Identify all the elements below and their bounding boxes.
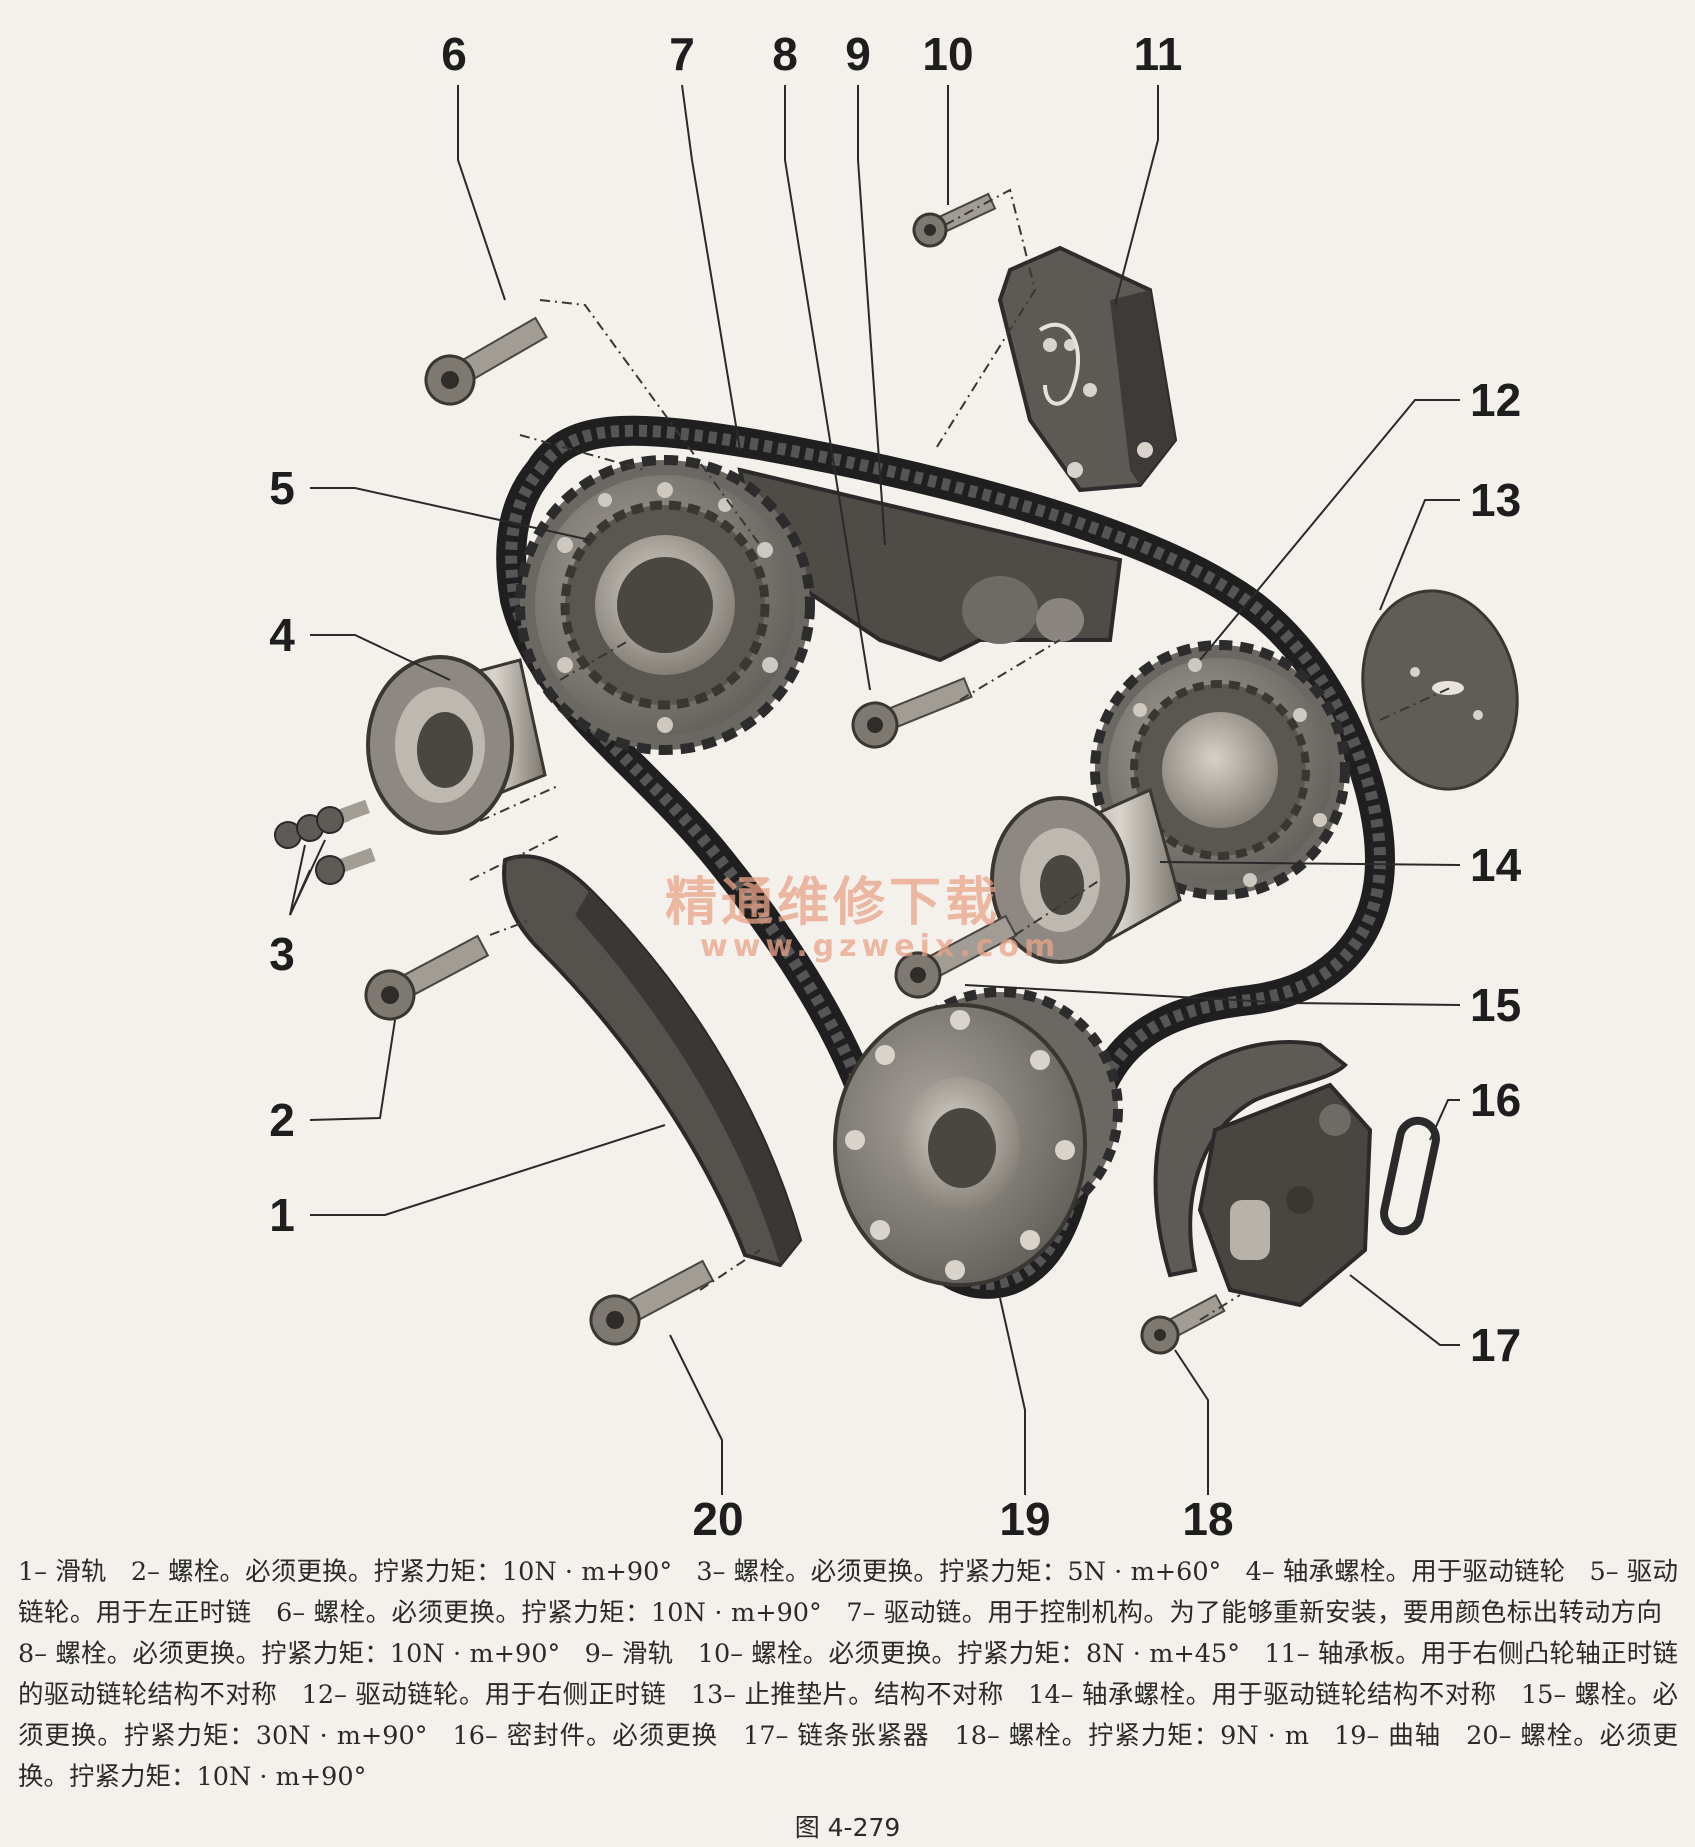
bearing-plate [997,245,1178,493]
legend-item: 1– 滑轨 [18,1557,107,1587]
bolt-20 [589,1259,715,1346]
upper-slide-rail [737,467,1123,663]
callout-10: 10 [922,28,973,80]
legend-item: 20– 螺栓。必须更换。拧紧力矩：10N · m+90° [18,1721,1678,1792]
callout-4: 4 [269,609,295,661]
lower-slide-rail [502,854,803,1268]
legend-item: 6– 螺栓。必须更换。拧紧力矩：10N · m+90° [276,1598,822,1628]
bolt-8 [851,676,973,749]
bearing-bolt-left [366,655,547,835]
crankshaft-sprocket [833,987,1123,1287]
callout-2: 2 [269,1094,295,1146]
legend-item: 18– 螺栓。拧紧力矩：9N · m [954,1721,1309,1751]
legend-item: 16– 密封件。必须更换 [452,1721,719,1751]
legend-item: 15– 螺栓。必须更换。拧紧力矩：30N · m+90° [18,1680,1679,1751]
bolt-2 [364,934,490,1021]
legend-item: 7– 驱动链。用于控制机构。为了能够重新安装，要用颜色标出转动方向 [846,1598,1662,1628]
bolt-15 [894,914,1018,999]
legend-item: 9– 滑轨 [584,1639,674,1669]
bearing-bolt-right [990,787,1182,964]
callout-17: 17 [1470,1319,1521,1371]
bolts-3 [274,799,376,885]
callout-8: 8 [772,28,798,80]
watermark-url: www.gzweix.com [700,929,1060,964]
watermark-text: 精通维修下载 [665,873,1001,933]
legend-item: 19– 曲轴 [1334,1721,1442,1751]
legend-item: 17– 链条张紧器 [743,1721,930,1751]
callout-19: 19 [999,1493,1050,1545]
callout-6: 6 [441,28,467,80]
figure-label: 图 4-279 [794,1813,901,1842]
callout-9: 9 [845,28,871,80]
assembly-lines [459,188,1451,1321]
callout-7: 7 [669,28,695,80]
leader-lines [289,84,1461,1495]
legend-item: 13– 止推垫片。结构不对称 [690,1680,1004,1710]
thrust-washer [1361,589,1519,791]
callout-labels: 6 7 8 9 10 11 12 13 14 15 16 17 18 19 20… [269,28,1521,1545]
legend-item: 8– 螺栓。必须更换。拧紧力矩：10N · m+90° [18,1639,561,1669]
legend-item: 10– 螺栓。必须更换。拧紧力矩：8N · m+45° [697,1639,1240,1669]
callout-3: 3 [269,928,295,980]
legend-item: 4– 轴承螺栓。用于驱动链轮 [1245,1557,1566,1587]
drive-sprocket-left [515,455,815,755]
watermark: 精通维修下载 www.gzweix.com [665,873,1060,964]
bolt-10 [912,192,997,248]
callout-18: 18 [1182,1493,1233,1545]
callout-1: 1 [269,1189,295,1241]
bolt-18 [1140,1293,1226,1355]
legend-item: 12– 驱动链轮。用于右侧正时链 [301,1680,667,1710]
legend-item: 3– 螺栓。必须更换。拧紧力矩：5N · m+60° [696,1557,1222,1587]
parts-legend: 1– 滑轨 2– 螺栓。必须更换。拧紧力矩：10N · m+90° 3– 螺栓。… [18,1552,1678,1798]
callout-15: 15 [1470,979,1521,1031]
bolt-6 [424,316,548,406]
timing-chain-exploded-diagram: 6 7 8 9 10 11 12 13 14 15 16 17 18 19 20… [269,28,1521,1545]
callout-14: 14 [1470,839,1522,891]
callout-20: 20 [692,1493,743,1545]
callout-12: 12 [1470,374,1521,426]
seal-ring [1380,1116,1440,1236]
callout-13: 13 [1470,474,1521,526]
chain-tensioner [1153,1040,1373,1308]
callout-16: 16 [1470,1074,1521,1126]
legend-item: 14– 轴承螺栓。用于驱动链轮结构不对称 [1028,1680,1497,1710]
callout-11: 11 [1134,28,1183,80]
callout-5: 5 [269,462,295,514]
drive-sprocket-right [1090,640,1350,900]
legend-item: 5– 驱动链轮。用于左正时链 [18,1557,1678,1628]
legend-item: 11– 轴承板。用于右侧凸轮轴正时链的驱动链轮结构不对称 [18,1639,1679,1710]
legend-item: 2– 螺栓。必须更换。拧紧力矩：10N · m+90° [130,1557,673,1587]
